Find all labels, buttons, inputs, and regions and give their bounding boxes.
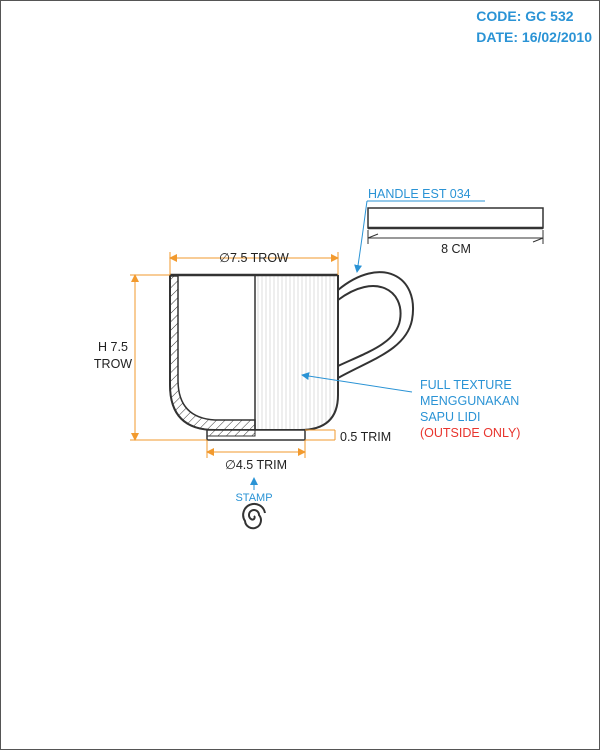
handle-bar: [367, 207, 544, 229]
header-info: CODE: GC 532 DATE: 16/02/2010: [476, 6, 592, 48]
base-trim-label: 0.5 TRIM: [340, 430, 391, 444]
handle-length-label: 8 CM: [441, 242, 471, 256]
foot-section: [206, 429, 256, 437]
texture-note-line3: SAPU LIDI: [420, 410, 480, 424]
texture-area: [255, 275, 338, 430]
texture-note-line2: MENGGUNAKAN: [420, 394, 519, 408]
wall-section: [169, 275, 256, 431]
cup-drawing: [169, 207, 544, 441]
stamp-spiral-icon: [242, 502, 266, 530]
dimension-lines: [130, 252, 339, 458]
handle-outer: [337, 271, 415, 379]
foot-diameter-label: ∅4.5 TRIM: [225, 458, 287, 472]
height-label-line1: H 7.5: [98, 340, 128, 354]
product-code: CODE: GC 532: [476, 8, 574, 24]
height-label-line2: TROW: [94, 357, 132, 371]
note-leaders: [250, 200, 485, 490]
handle-dimension: [367, 230, 544, 244]
drawing-date: DATE: 16/02/2010: [476, 29, 592, 45]
stamp-label: STAMP: [235, 492, 272, 504]
texture-note-line1: FULL TEXTURE: [420, 378, 512, 392]
texture-note-warning: (OUTSIDE ONLY): [420, 426, 520, 440]
top-diameter-label: ∅7.5 TROW: [219, 251, 289, 265]
handle-note: HANDLE EST 034: [368, 187, 471, 201]
handle-inner: [337, 285, 402, 367]
